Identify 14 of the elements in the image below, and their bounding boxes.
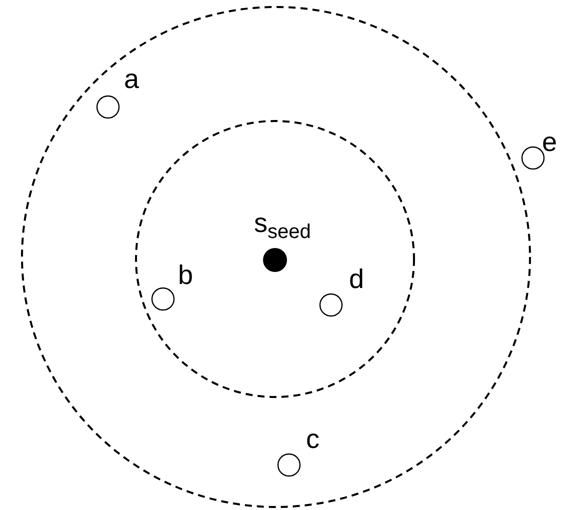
data-point — [151, 287, 175, 311]
point-label: b — [178, 262, 194, 289]
region-boundary — [135, 120, 415, 398]
data-point — [521, 146, 545, 170]
point-label: d — [349, 266, 364, 293]
seed-point — [262, 247, 288, 273]
region-boundary — [21, 6, 531, 508]
data-point — [277, 453, 301, 477]
point-label: c — [306, 426, 320, 453]
point-label: e — [542, 129, 558, 156]
data-point — [319, 293, 343, 317]
point-label: s$_{seed}$ — [254, 210, 311, 242]
data-point — [96, 95, 120, 119]
point-label: a — [124, 66, 140, 93]
